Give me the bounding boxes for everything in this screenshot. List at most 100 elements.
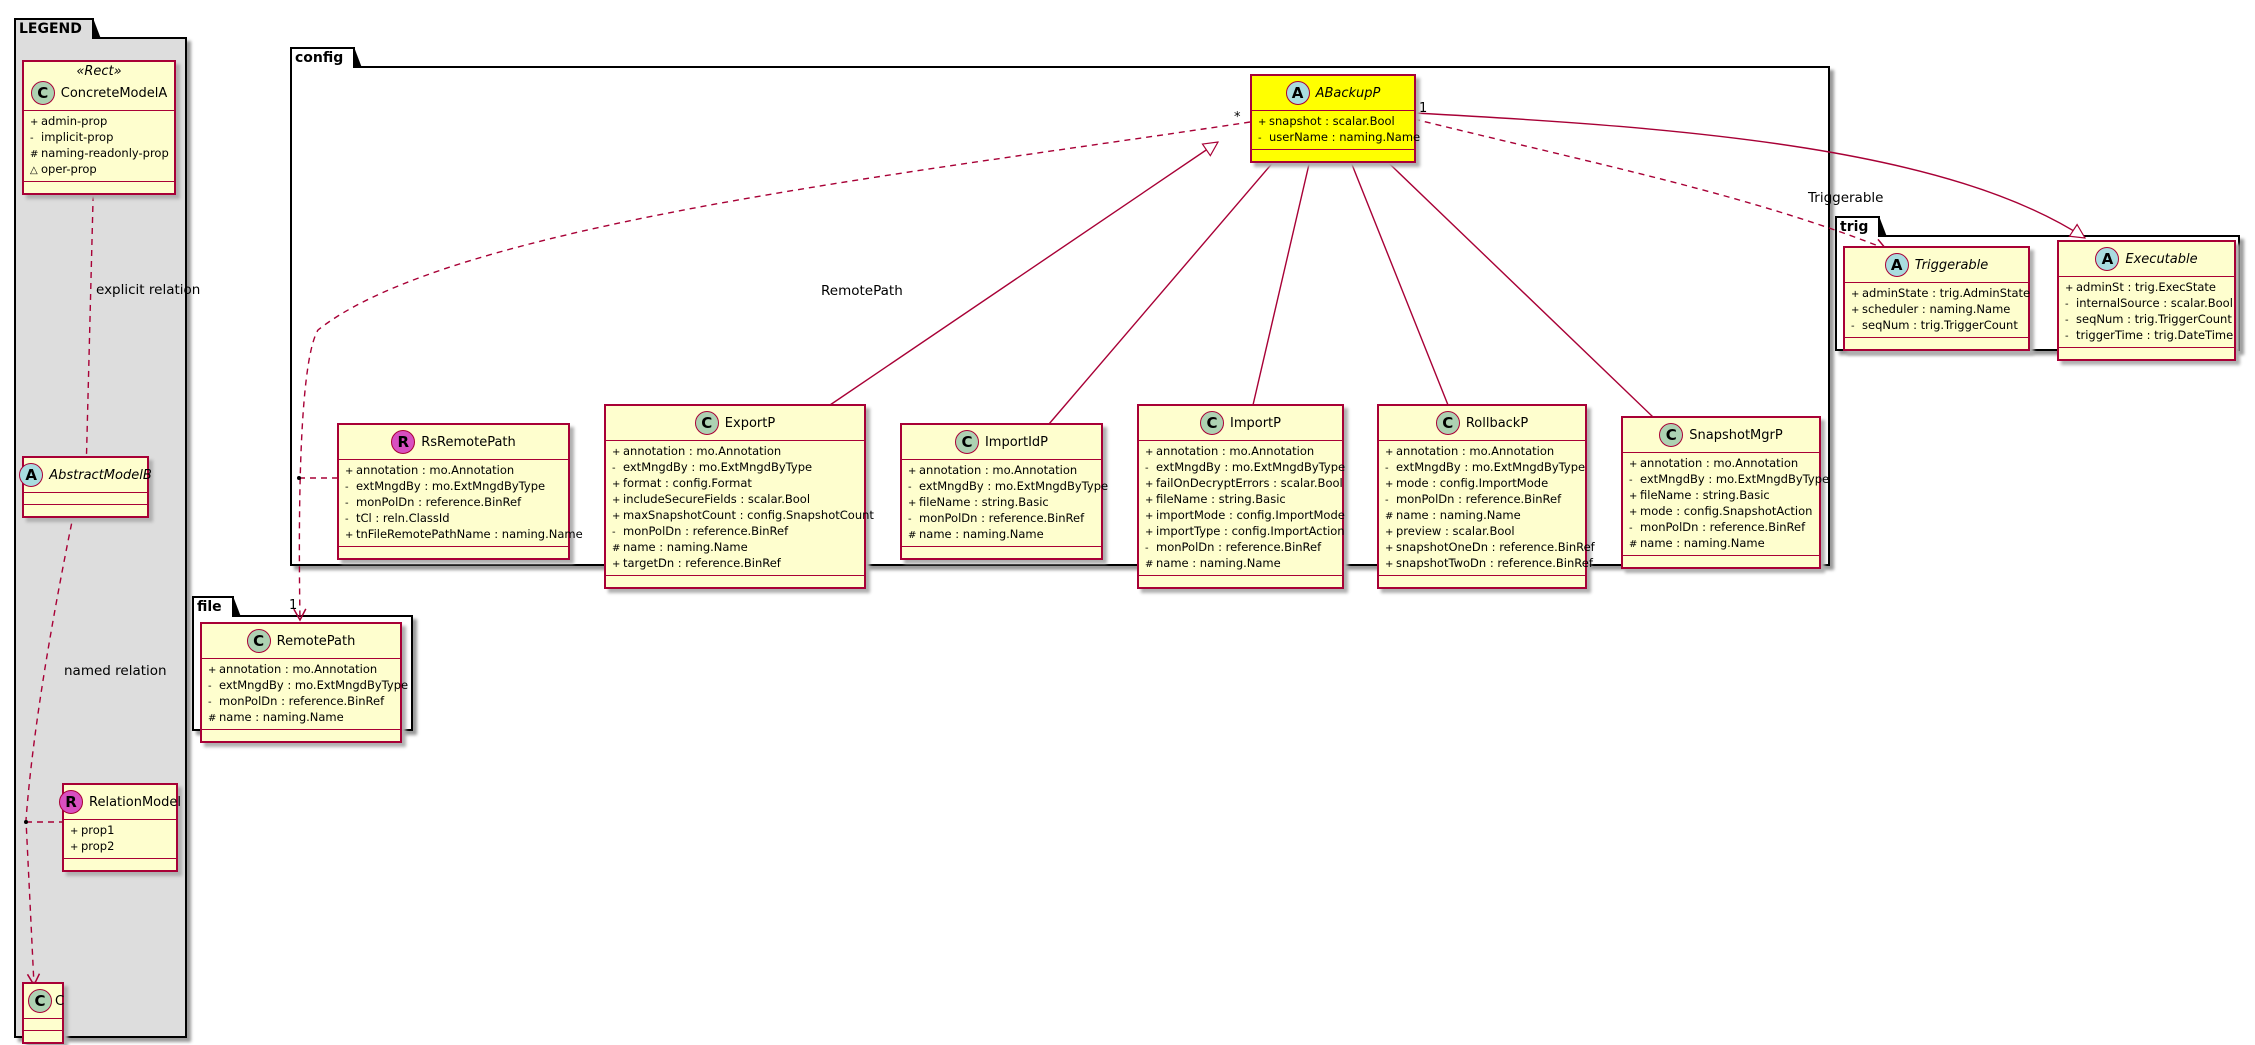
attribute-text: prop2	[81, 839, 115, 853]
public-icon: +	[70, 842, 79, 853]
attribute-text: name : naming.Name	[1156, 556, 1281, 570]
attribute: #name : naming.Name	[1629, 536, 1813, 552]
attribute: +prop2	[70, 839, 170, 855]
legend-c-class[interactable]: C C	[22, 982, 64, 1044]
triggerable-class[interactable]: A Triggerable +adminState : trig.AdminSt…	[1843, 246, 2030, 351]
attribute: +importMode : config.ImportMode	[1145, 508, 1345, 524]
attribute-text: fileName : string.Basic	[1156, 492, 1286, 506]
abstract-class-icon: A	[1285, 81, 1310, 105]
attribute: #name : naming.Name	[1385, 508, 1579, 524]
private-icon: -	[1629, 475, 1633, 486]
attribute-list	[24, 1018, 62, 1030]
public-icon: +	[1145, 527, 1154, 538]
attribute: +annotation : mo.Annotation	[1145, 444, 1336, 460]
abackup-inherits-executable	[1413, 112, 2085, 238]
exportp-class[interactable]: C ExportP +annotation : mo.Annotation -e…	[604, 404, 874, 589]
trig-package-title: trig	[1835, 216, 1888, 237]
attribute: -seqNum : trig.TriggerCount	[1851, 318, 2022, 334]
attribute: #name : naming.Name	[1145, 556, 1336, 572]
attribute-text: name : naming.Name	[623, 540, 748, 554]
attribute: +fileName : string.Basic	[908, 495, 1095, 511]
attribute: #name : naming.Name	[908, 527, 1095, 543]
public-icon: +	[345, 530, 354, 541]
attribute-text: seqNum : trig.TriggerCount	[2076, 312, 2232, 326]
attribute-text: admin-prop	[41, 114, 108, 128]
attribute: -extMngdBy : mo.ExtMngdByType	[1145, 460, 1345, 476]
attribute-list: +annotation : mo.Annotation -extMngdBy :…	[1623, 452, 1829, 555]
attribute-text: name : naming.Name	[1396, 508, 1521, 522]
legend-relation-class[interactable]: R RelationModel +prop1 +prop2	[59, 783, 181, 872]
private-icon: -	[1145, 543, 1149, 554]
attribute-text: monPolDn : reference.BinRef	[219, 694, 385, 708]
attribute: +scheduler : naming.Name	[1851, 302, 2022, 318]
method-list	[202, 729, 400, 741]
attribute: +annotation : mo.Annotation	[908, 463, 1095, 479]
remotepath-class[interactable]: C RemotePath +annotation : mo.Annotation…	[200, 622, 408, 743]
attribute-text: extMngdBy : mo.ExtMngdByType	[919, 479, 1109, 493]
attribute: +adminSt : trig.ExecState	[2065, 280, 2228, 296]
method-list	[1845, 337, 2028, 349]
attribute: -extMngdBy : mo.ExtMngdByType	[612, 460, 858, 476]
multiplicity-star: *	[1234, 110, 1241, 125]
attribute-list: +prop1 +prop2	[64, 819, 176, 858]
abstract-class-icon: A	[19, 463, 44, 487]
legend-concrete-class[interactable]: «Rect» C ConcreteModelA +admin-prop -imp…	[22, 60, 176, 195]
class-icon: C	[1435, 411, 1460, 435]
attribute: +annotation : mo.Annotation	[1629, 456, 1813, 472]
remotepath-relation-label: RemotePath	[821, 283, 903, 299]
class-name: ABackupP	[1315, 85, 1381, 101]
attribute-text: fileName : string.Basic	[1640, 488, 1770, 502]
abackup-triggerable-relation	[1413, 118, 1888, 252]
attribute-text: mode : config.ImportMode	[1396, 476, 1549, 490]
rollbackp-class[interactable]: C RollbackP +annotation : mo.Annotation …	[1377, 404, 1595, 589]
public-icon: +	[612, 447, 621, 458]
public-icon: +	[345, 466, 354, 477]
public-icon: +	[612, 511, 621, 522]
snapshotmgrp-class[interactable]: C SnapshotMgrP +annotation : mo.Annotati…	[1621, 416, 1829, 569]
private-icon: -	[2065, 299, 2069, 310]
importp-class[interactable]: C ImportP +annotation : mo.Annotation -e…	[1137, 404, 1345, 589]
private-icon: -	[1145, 463, 1149, 474]
attribute-list: +snapshot : scalar.Bool -userName : nami…	[1252, 110, 1420, 149]
protected-icon: #	[1629, 539, 1638, 550]
attribute: +importType : config.ImportAction	[1145, 524, 1345, 540]
attribute-text: extMngdBy : mo.ExtMngdByType	[219, 678, 409, 692]
attribute-text: internalSource : scalar.Bool	[2076, 296, 2233, 310]
class-name: RsRemotePath	[421, 434, 516, 450]
protected-icon: #	[208, 713, 217, 724]
attribute-text: maxSnapshotCount : config.SnapshotCount	[623, 508, 874, 522]
importidp-class[interactable]: C ImportIdP +annotation : mo.Annotation …	[900, 423, 1108, 560]
attribute: +prop1	[70, 823, 170, 839]
attribute-text: annotation : mo.Annotation	[623, 444, 782, 458]
attribute: -monPolDn : reference.BinRef	[1629, 520, 1813, 536]
public-icon: +	[1145, 495, 1154, 506]
attribute-text: importMode : config.ImportMode	[1156, 508, 1345, 522]
rsremotepath-link-dot	[297, 476, 301, 480]
attribute-text: extMngdBy : mo.ExtMngdByType	[623, 460, 813, 474]
class-icon: C	[30, 81, 55, 105]
executable-class[interactable]: A Executable +adminSt : trig.ExecState -…	[2057, 240, 2236, 361]
public-icon: +	[1385, 447, 1394, 458]
method-list	[2059, 347, 2234, 359]
attribute: +adminState : trig.AdminState	[1851, 286, 2030, 302]
attribute: -monPolDn : reference.BinRef	[208, 694, 394, 710]
method-list	[1252, 149, 1414, 161]
protected-icon: #	[908, 530, 917, 541]
legend-package-title: LEGEND	[14, 18, 101, 39]
attribute-text: oper-prop	[41, 162, 97, 176]
private-icon: -	[612, 463, 616, 474]
public-icon: +	[1385, 543, 1394, 554]
legend-abstract-class[interactable]: A AbstractModelB	[19, 456, 152, 518]
attribute-text: scheduler : naming.Name	[1862, 302, 2011, 316]
abackupp-class[interactable]: A ABackupP +snapshot : scalar.Bool -user…	[1250, 74, 1420, 163]
attribute-text: fileName : string.Basic	[919, 495, 1049, 509]
attribute-text: failOnDecryptErrors : scalar.Bool	[1156, 476, 1343, 490]
attribute: -userName : naming.Name	[1258, 130, 1420, 146]
attribute: -extMngdBy : mo.ExtMngdByType	[208, 678, 408, 694]
protected-icon: #	[612, 543, 621, 554]
class-icon: C	[954, 430, 979, 454]
attribute: -extMngdBy : mo.ExtMngdByType	[345, 479, 562, 495]
rsremotepath-class[interactable]: R RsRemotePath +annotation : mo.Annotati…	[337, 423, 583, 560]
attribute-text: monPolDn : reference.BinRef	[356, 495, 522, 509]
attribute-text: monPolDn : reference.BinRef	[1640, 520, 1806, 534]
